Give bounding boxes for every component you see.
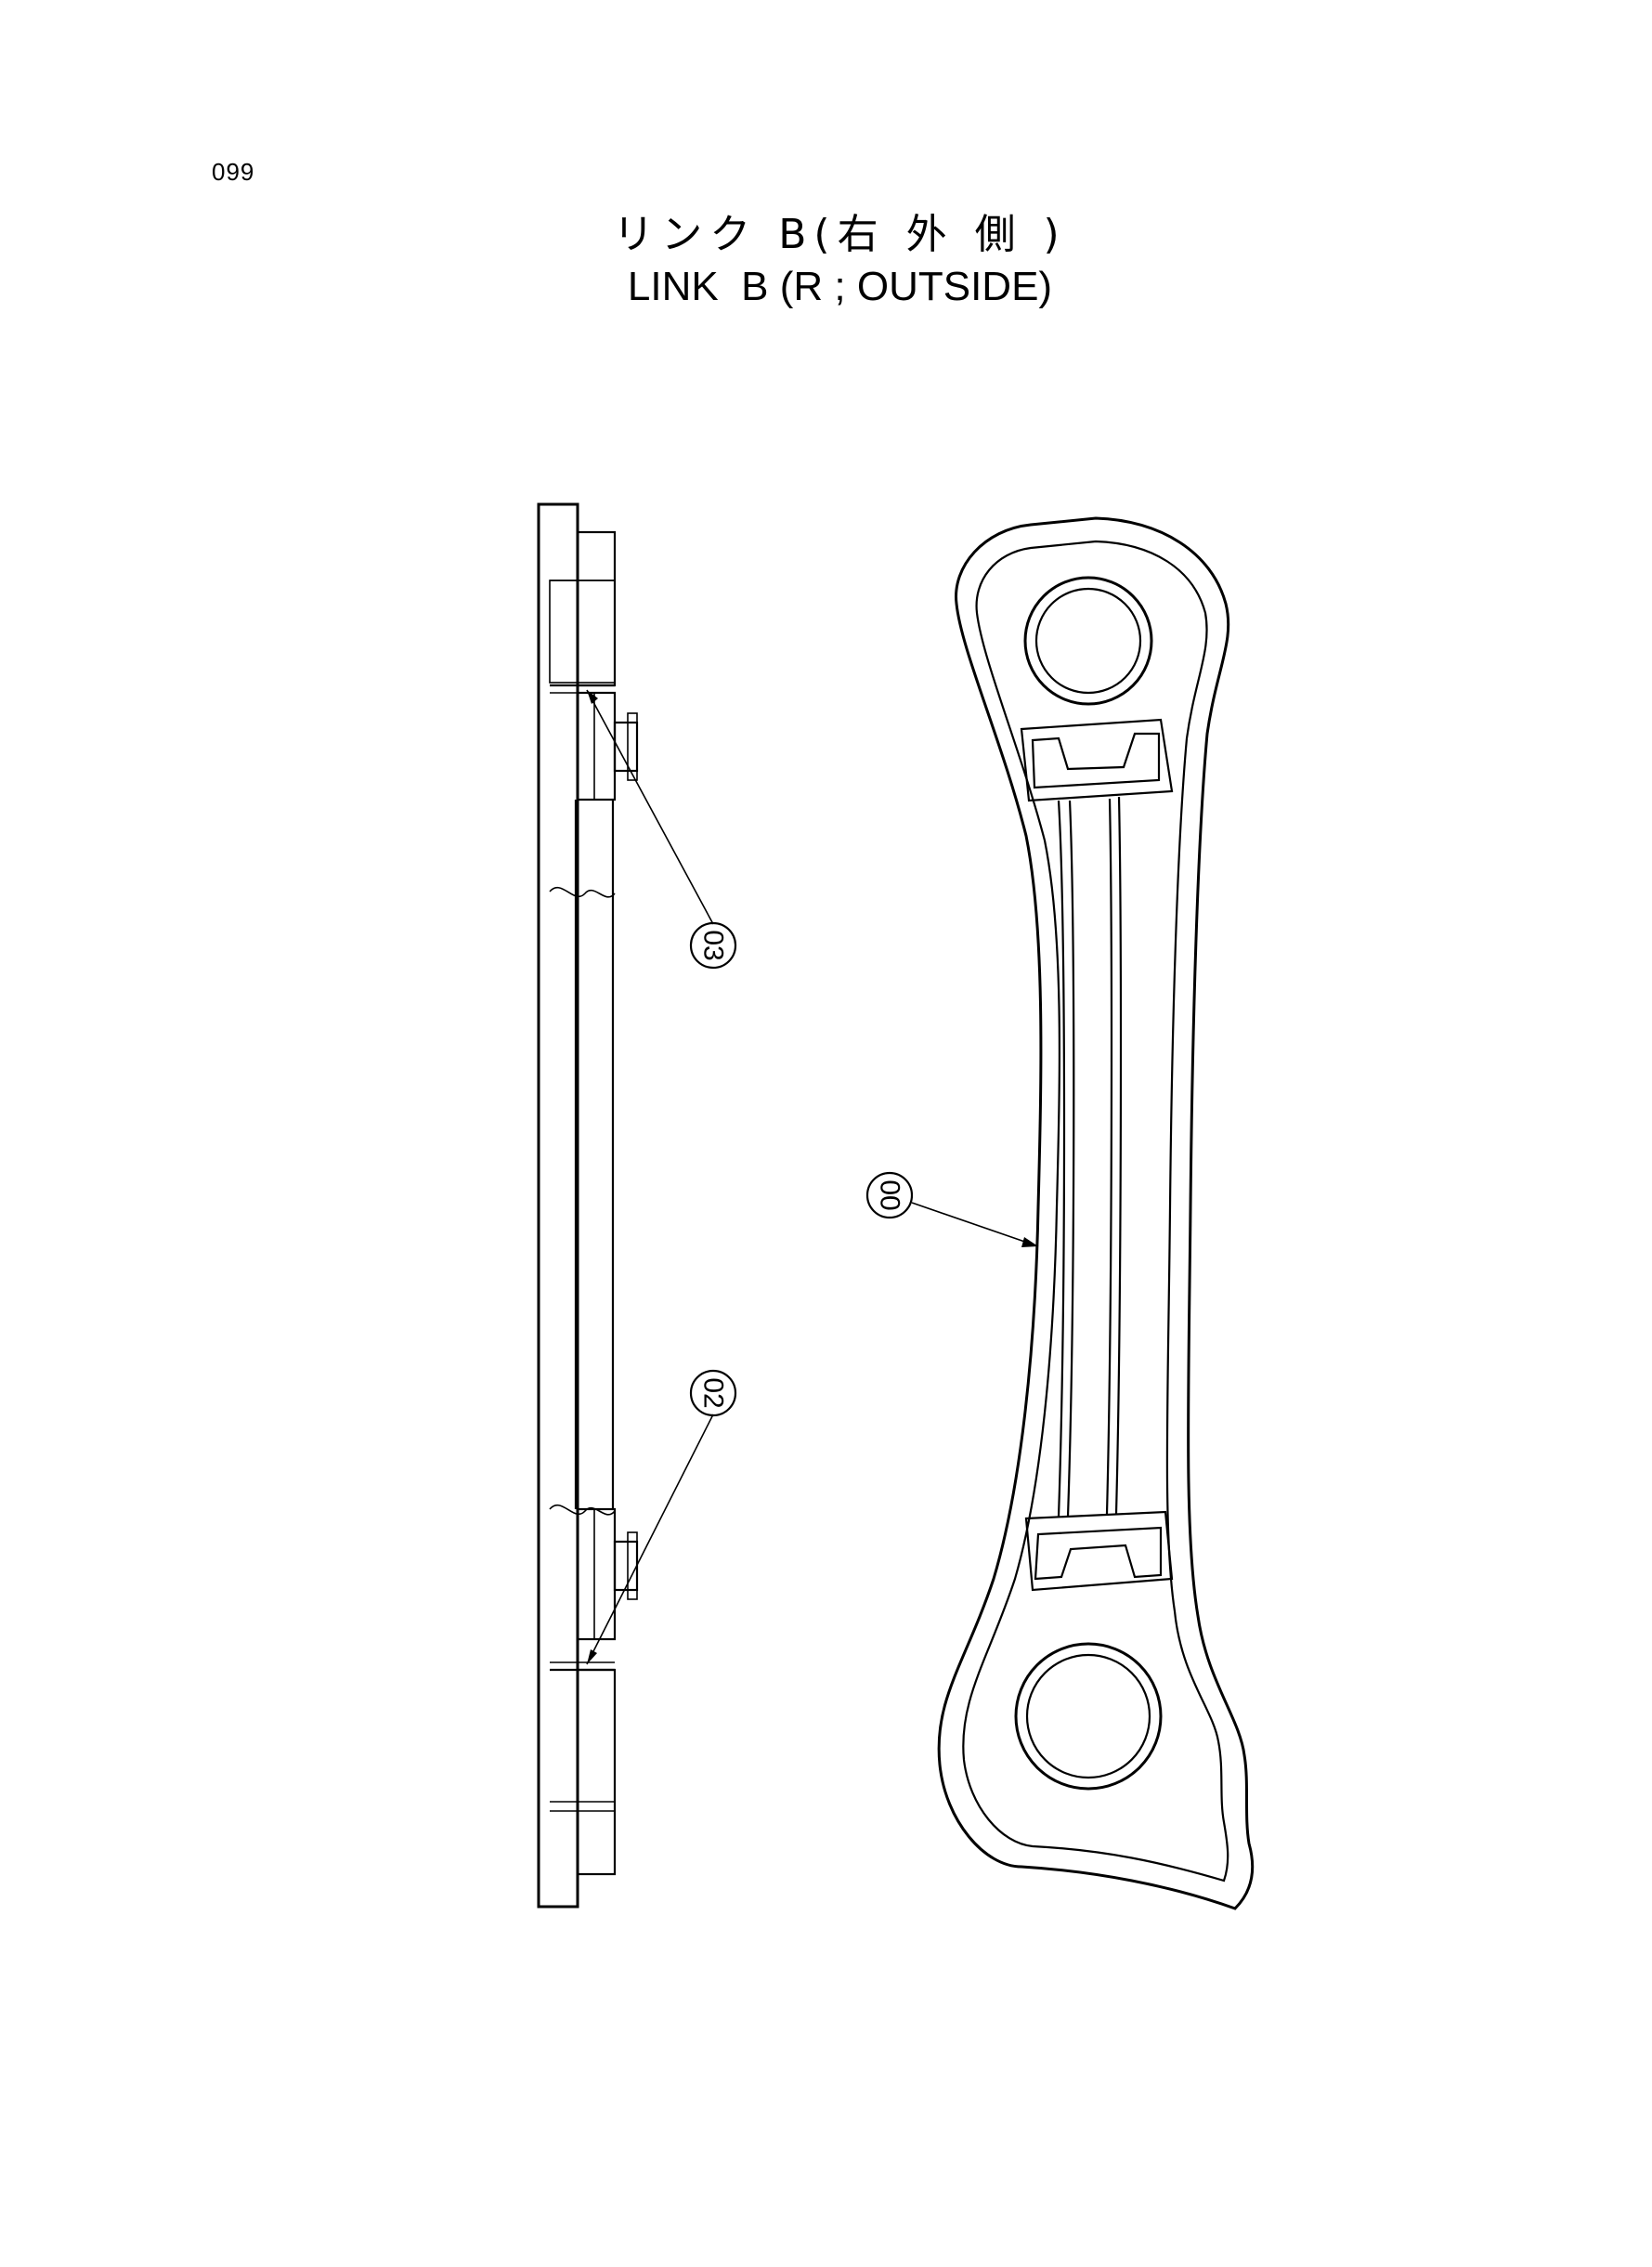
title-english: LINK B (R ; OUTSIDE) <box>627 264 1053 309</box>
callout-00-label: 00 <box>875 1179 905 1210</box>
title-japanese: リンク B(右 外 側 ) <box>613 211 1067 258</box>
title-block: リンク B(右 外 側 ) LINK B (R ; OUTSIDE) <box>0 209 1652 313</box>
callout-02: 02 <box>586 1369 737 1665</box>
callout-03: 03 <box>586 689 737 970</box>
page-number: 099 <box>212 158 255 186</box>
side-view <box>537 502 639 1909</box>
callout-03-label: 03 <box>698 930 729 960</box>
front-view <box>937 516 1255 1910</box>
callout-00: 00 <box>865 1171 1039 1247</box>
callout-02-label: 02 <box>698 1377 729 1408</box>
